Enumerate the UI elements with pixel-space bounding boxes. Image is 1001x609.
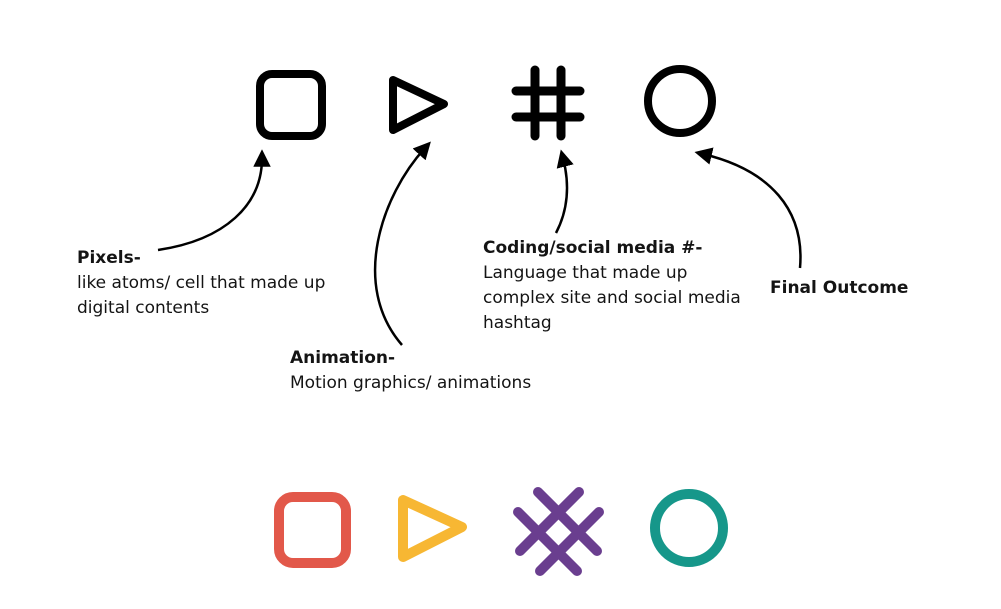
pixels-title: Pixels- xyxy=(77,248,141,268)
final-outcome-title: Final Outcome xyxy=(770,278,909,298)
hashtag-icon xyxy=(513,487,604,576)
arrow-animation xyxy=(373,141,431,346)
color-icon-row xyxy=(274,487,728,576)
pixels-description: like atoms/ cell that made up digital co… xyxy=(77,273,326,318)
play-icon xyxy=(389,76,448,134)
animation-title: Animation- xyxy=(290,348,396,368)
circle-icon xyxy=(650,489,728,567)
arrows xyxy=(157,141,802,346)
arrow-final xyxy=(694,147,802,269)
animation-description: Motion graphics/ animations xyxy=(290,373,532,393)
arrow-coding xyxy=(554,149,574,234)
circle-icon xyxy=(644,65,716,137)
hashtag-icon xyxy=(511,65,585,141)
square-icon xyxy=(256,70,326,140)
animation-label: Animation- Motion graphics/ animations xyxy=(290,346,590,396)
coding-description: Language that made up complex site and s… xyxy=(483,263,741,333)
coding-label: Coding/social media #- Language that mad… xyxy=(483,236,763,336)
final-outcome-label: Final Outcome xyxy=(770,276,970,301)
coding-title: Coding/social media #- xyxy=(483,238,703,258)
play-icon xyxy=(398,495,467,562)
arrow-pixels xyxy=(157,149,271,252)
pixels-label: Pixels- like atoms/ cell that made up di… xyxy=(77,246,367,321)
black-icon-row xyxy=(256,65,716,141)
square-icon xyxy=(274,492,351,568)
